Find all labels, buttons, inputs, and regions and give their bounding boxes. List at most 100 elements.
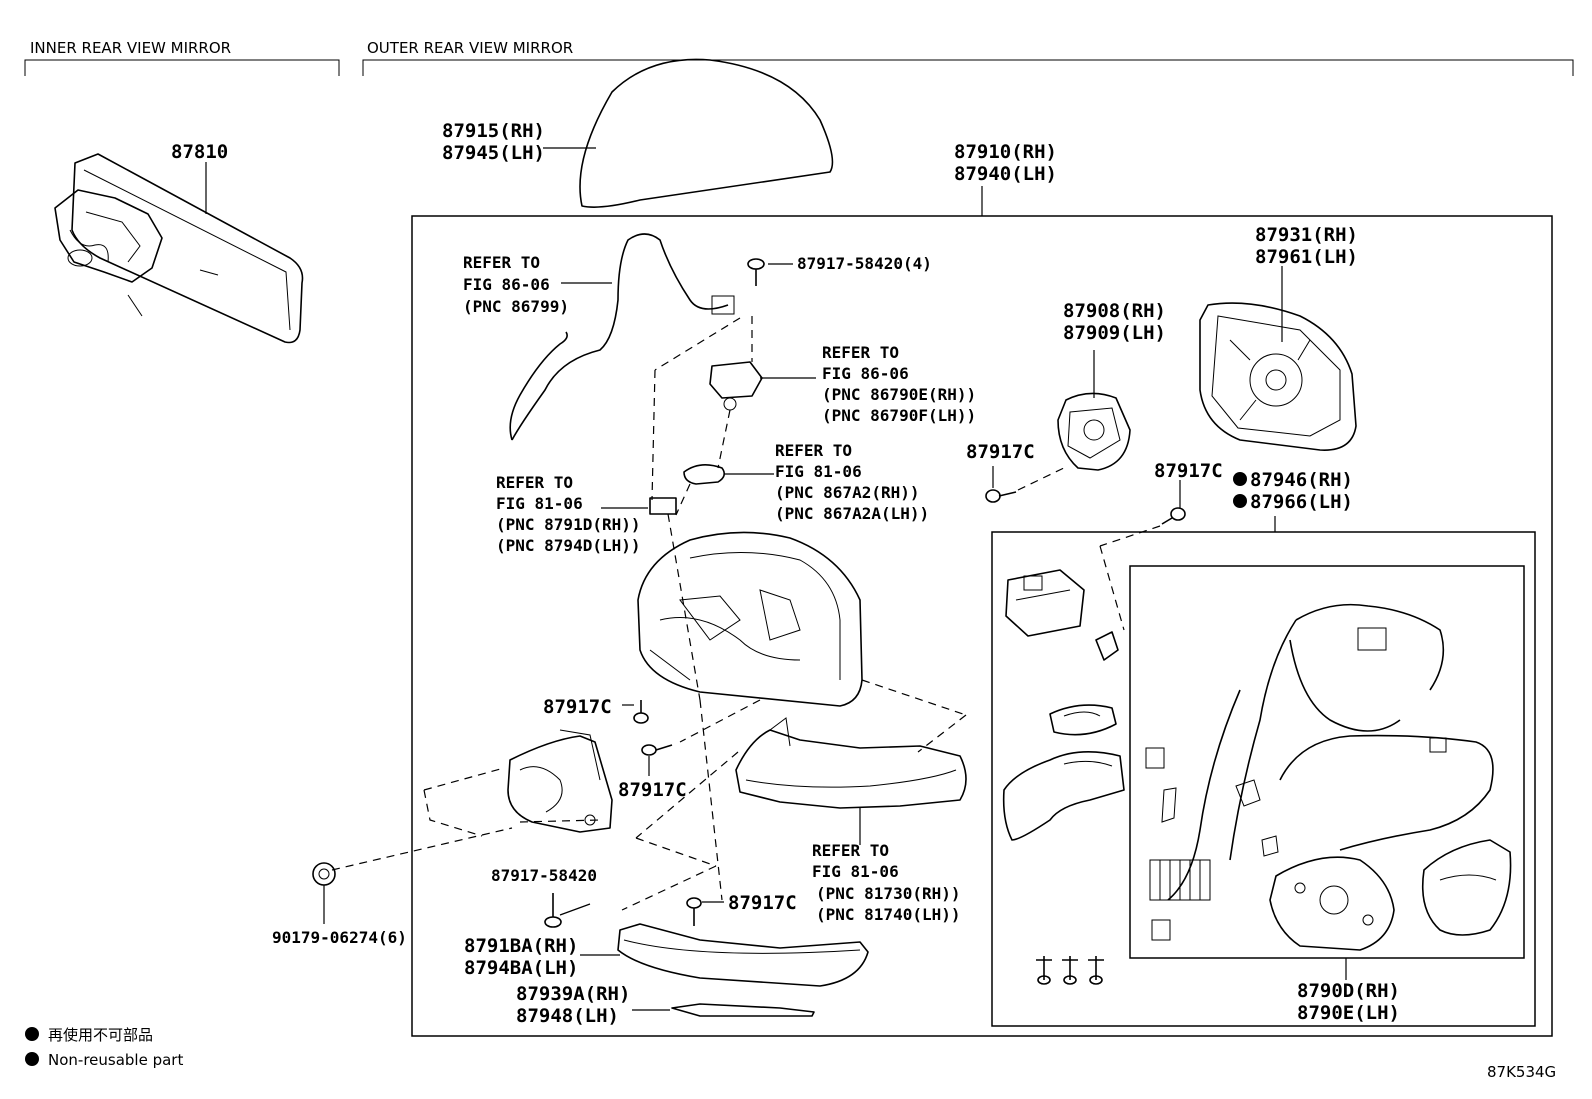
- inner-section-header: INNER REAR VIEW MIRROR: [24, 39, 340, 76]
- legend-marker: [25, 1027, 39, 1041]
- label-assy-lh: 87940(LH): [954, 163, 1057, 185]
- label-ref1-c: (PNC 86799): [463, 297, 569, 316]
- label-ref3-c: (PNC 867A2(RH)): [775, 483, 920, 502]
- dash-line: [651, 369, 656, 501]
- lamp-socket: [601, 497, 677, 515]
- kit-mirror-base-plate: [1269, 856, 1395, 951]
- legend-marker: [25, 1052, 39, 1066]
- label-screw-c1: 87917C: [543, 696, 612, 718]
- kit-motor-unit: [1005, 569, 1085, 637]
- label-ref4-a: REFER TO: [496, 473, 573, 492]
- label-ref2-a: REFER TO: [822, 343, 899, 362]
- label-ref3-d: (PNC 867A2A(LH)): [775, 504, 929, 523]
- outer-header-text: OUTER REAR VIEW MIRROR: [367, 39, 573, 57]
- label-inner-mirror: 87810: [171, 141, 228, 163]
- screw-58420-top: [747, 258, 793, 286]
- label-motor-lh: 87909(LH): [1063, 322, 1166, 344]
- repair-kit-box: [991, 531, 1536, 1027]
- label-motor-rh: 87908(RH): [1063, 300, 1166, 322]
- screw-87917c-lower: [686, 897, 724, 926]
- label-ref4-d: (PNC 8794D(LH)): [496, 536, 641, 555]
- lower-cover: [580, 923, 869, 987]
- diagram-code: 87K534G: [1487, 1063, 1556, 1081]
- dash-line: [679, 699, 761, 743]
- label-glass-lh: 87961(LH): [1255, 246, 1358, 268]
- kit-small-clip: [1095, 631, 1119, 661]
- trim-strip: [632, 1003, 815, 1017]
- kit-lamp-lens: [1421, 839, 1512, 936]
- label-glass-rh: 87931(RH): [1255, 224, 1358, 246]
- inner-header-bracket: [24, 59, 340, 76]
- screw-87917c-bracket: [641, 744, 673, 776]
- label-ref2-d: (PNC 86790F(LH)): [822, 406, 976, 425]
- dash-line: [699, 699, 723, 901]
- label-screw-c5: 87917C: [1154, 460, 1223, 482]
- label-ref2-c: (PNC 86790E(RH)): [822, 385, 976, 404]
- label-screw-c3: 87917C: [728, 892, 797, 914]
- label-cover-rh: 87915(RH): [442, 120, 545, 142]
- label-clip: 90179-06274(6): [272, 928, 407, 947]
- camera-unit: [709, 361, 816, 411]
- label-screw-single: 87917-58420: [491, 866, 597, 885]
- inner-header-text: INNER REAR VIEW MIRROR: [30, 39, 231, 57]
- dash-line: [717, 409, 731, 469]
- label-assy-rh: 87910(RH): [954, 141, 1057, 163]
- label-cover-lh: 87945(LH): [442, 142, 545, 164]
- outer-header-bracket: [362, 59, 1574, 76]
- dash-line: [1099, 545, 1125, 631]
- label-ref4-b: FIG 81-06: [496, 494, 583, 513]
- label-strip-rh: 87939A(RH): [516, 983, 630, 1005]
- dash-line: [917, 714, 967, 753]
- wiring-kit-box: [1129, 565, 1525, 959]
- dash-line: [1099, 525, 1161, 547]
- label-screw4: 87917-58420(4): [797, 254, 932, 273]
- label-ref5-b: FIG 81-06: [812, 862, 899, 881]
- label-strip-lh: 87948(LH): [516, 1005, 619, 1027]
- non-reusable-marker: [1233, 472, 1247, 486]
- screw-87917c-actuator: [985, 466, 1017, 503]
- dash-line: [423, 767, 601, 837]
- label-sub-lh: 8790E(LH): [1297, 1002, 1400, 1024]
- mirror-cover: [543, 58, 834, 208]
- kit-gasket: [1049, 704, 1117, 736]
- mirror-glass: [1199, 266, 1357, 451]
- dash-line: [667, 513, 701, 701]
- label-ref5-c: (PNC 81730(RH)): [816, 884, 961, 903]
- label-kit-lh: 87966(LH): [1250, 491, 1353, 513]
- label-ref3-b: FIG 81-06: [775, 462, 862, 481]
- turn-signal-housing: [735, 717, 967, 845]
- dash-line: [621, 865, 717, 911]
- kit-wire-harness: [1145, 603, 1494, 941]
- assembly-box: [411, 215, 1553, 1037]
- clip-90179: [312, 862, 336, 924]
- label-lower-lh: 8794BA(LH): [464, 957, 578, 979]
- legend: 再使用不可部品 Non-reusable part: [25, 1026, 183, 1069]
- label-ref1-a: REFER TO: [463, 253, 540, 272]
- legend-jp: 再使用不可部品: [48, 1026, 153, 1044]
- mirror-actuator: [1057, 350, 1131, 471]
- dash-line: [675, 483, 691, 516]
- dash-line: [654, 317, 741, 371]
- kit-screws: [1036, 956, 1104, 985]
- label-ref5-a: REFER TO: [812, 841, 889, 860]
- non-reusable-marker: [1233, 494, 1247, 508]
- label-kit-rh: 87946(RH): [1250, 469, 1353, 491]
- screw-58420-lower: [544, 893, 591, 928]
- inner-mirror: [54, 153, 304, 344]
- label-screw-c4: 87917C: [966, 441, 1035, 463]
- kit-base-cover: [1002, 751, 1125, 841]
- dash-line: [861, 679, 967, 716]
- legend-en: Non-reusable part: [48, 1051, 183, 1069]
- base-bracket: [507, 729, 613, 833]
- label-ref5-d: (PNC 81740(LH)): [816, 905, 961, 924]
- side-lamp: [683, 464, 774, 485]
- label-ref3-a: REFER TO: [775, 441, 852, 460]
- dash-line: [331, 827, 513, 871]
- screw-87917c-housing: [622, 700, 649, 724]
- label-ref1-b: FIG 86-06: [463, 275, 550, 294]
- label-ref2-b: FIG 86-06: [822, 364, 909, 383]
- outer-section-header: OUTER REAR VIEW MIRROR: [362, 39, 1574, 76]
- label-screw-c2: 87917C: [618, 779, 687, 801]
- label-lower-rh: 8791BA(RH): [464, 935, 578, 957]
